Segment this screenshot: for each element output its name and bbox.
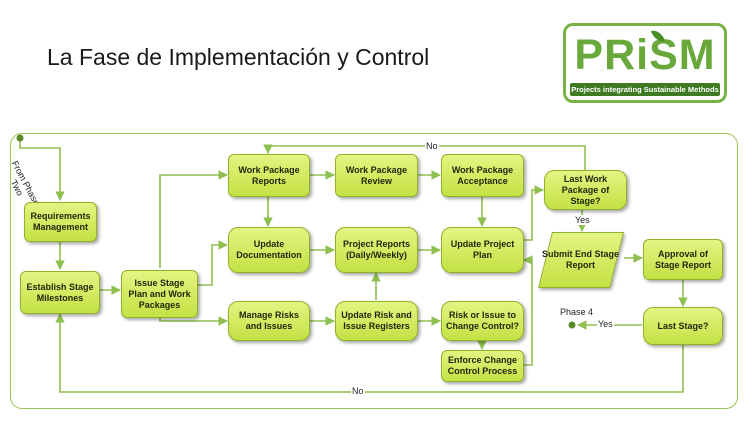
node-enforce-change-control: Enforce Change Control Process [441,350,524,382]
start-dot [16,134,24,142]
edge-start-requirements [19,139,65,201]
logo-word: PRiSM [574,31,716,79]
node-submit-end-stage-report: Submit End Stage Report [537,232,624,288]
edge-laststage-no [55,313,684,393]
node-work-package-review: Work Package Review [335,154,418,197]
node-project-reports: Project Reports (Daily/Weekly) [335,227,418,273]
node-update-risk-registers: Update Risk and Issue Registers [335,301,418,341]
edge-label-no-bottom: No [351,386,365,396]
node-approval-stage-report: Approval of Stage Report [643,239,723,280]
edge-enforce-plan [523,255,533,366]
edge-label-yes-phase: Yes [597,319,614,329]
logo-tagline: Projects integrating Sustainable Methods [570,83,720,96]
edge-plan-lastwp [524,185,544,241]
edge-issue-documentation [198,240,228,286]
prism-logo: PRiSM Projects integrating Sustainable M… [563,23,727,103]
slide-title: La Fase de Implementación y Control [47,44,430,70]
node-requirements-management: Requirements Management [24,202,97,242]
edge-issue-reports [159,170,228,268]
edge-label-no-top: No [425,141,439,151]
submit-end-stage-report-label: Submit End Stage Report [541,249,619,270]
end-dot [568,321,576,329]
node-update-project-plan: Update Project Plan [441,227,524,273]
node-work-package-reports: Work Package Reports [228,154,310,197]
node-update-documentation: Update Documentation [228,227,310,273]
edge-issue-risks [159,316,228,326]
node-establish-stage-milestones: Establish Stage Milestones [20,271,100,314]
edge-label-phase-4: Phase 4 [559,307,595,317]
edge-label-yes-mid: Yes [574,215,591,225]
node-issue-stage-plan: Issue Stage Plan and Work Packages [121,270,198,318]
node-last-stage: Last Stage? [643,307,723,345]
node-work-package-acceptance: Work Package Acceptance [441,154,524,197]
diagram-frame [10,133,738,409]
node-last-work-package: Last Work Package of Stage? [544,170,627,210]
node-risk-change-control: Risk or Issue to Change Control? [441,301,524,341]
node-manage-risks: Manage Risks and Issues [228,301,310,341]
